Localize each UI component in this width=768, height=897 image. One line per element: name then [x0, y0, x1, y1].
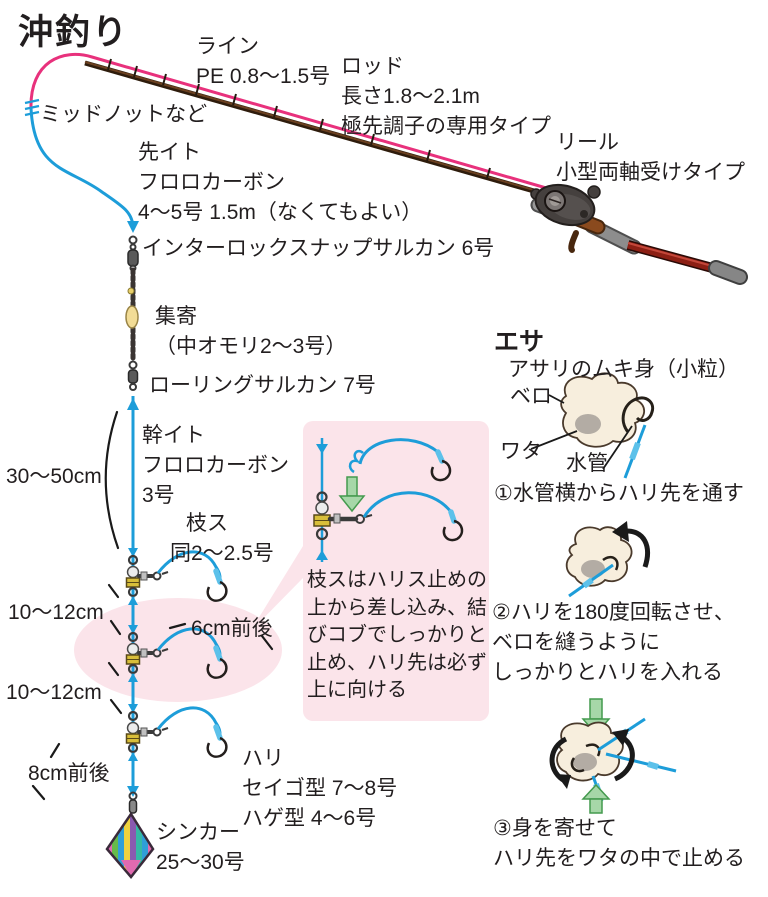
reel-trigger: [568, 230, 579, 253]
rotation-arrow-right-icon: [612, 729, 635, 782]
bracket-30-50: [104, 410, 120, 550]
attractor-bead: [125, 305, 139, 329]
label-reel: リール 小型両軸受けタイプ: [556, 131, 745, 184]
label-length-mid1: 10〜12cm: [8, 601, 104, 624]
knot-symbol: [348, 449, 364, 474]
label-snap-swivel: インターロックスナップサルカン 6号: [142, 237, 495, 260]
label-branch-length: 6cm前後: [191, 617, 273, 640]
measure-marks: [31, 410, 274, 801]
leader-line: [29, 107, 139, 233]
bait-step-2: ②ハリを180度回転させ、 ベロを縫うように しっかりとハリを入れる: [492, 601, 735, 684]
label-sinker: シンカー 25〜30号: [156, 821, 245, 874]
rotation-arrow-left-icon: [549, 736, 571, 789]
label-length-upper: 30〜50cm: [6, 465, 102, 488]
rod-guides: [107, 58, 491, 179]
label-hook: ハリ セイゴ型 7〜8号 ハゲ型 4〜6号: [242, 747, 398, 830]
label-main-line: 幹イト フロロカーボン 3号: [142, 424, 289, 507]
page-title: 沖釣り: [18, 13, 130, 52]
branch-connector-3: [127, 704, 227, 761]
clam-illustration-2: [565, 521, 650, 598]
bait-step-3: ③身を寄せて ハリ先をワタの中で止める: [493, 817, 745, 870]
label-leader: 先イト フロロカーボン 4〜5号 1.5m（なくてもよい）: [138, 141, 423, 224]
green-arrow-icon: [338, 476, 366, 513]
label-branch-line: 枝ス 同2〜2.5号: [170, 512, 274, 565]
label-line: ライン PE 0.8〜1.5号: [196, 35, 331, 88]
label-suikan: 水管: [566, 452, 608, 475]
rolling-swivel-illustration: [127, 360, 139, 391]
hook-in-clam: [621, 396, 655, 433]
label-length-lower: 8cm前後: [28, 762, 110, 785]
pe-line: [29, 52, 568, 196]
label-midknot: ミッドノットなど: [40, 103, 208, 126]
callout-note: 枝スはハリス止めの上から差し込み、結びコブでしっかりと止め、ハリ先は必ず上に向け…: [307, 569, 487, 701]
label-rod: ロッド 長さ1.8〜2.1m 極先調子の専用タイプ: [341, 55, 551, 138]
label-bero: ベロ: [510, 385, 552, 408]
clam-illustration-3: [549, 698, 677, 814]
rotation-arrow-icon: [612, 521, 650, 568]
reel-illustration: [530, 183, 748, 285]
sinker-illustration: [105, 791, 155, 879]
part-pointer-lines: [530, 394, 633, 470]
clam-illustration-1: [530, 372, 655, 479]
green-up-arrow-icon: [581, 783, 611, 814]
label-wata: ワタ: [500, 440, 542, 463]
snap-swivel-illustration: [127, 235, 139, 272]
bait-section-title: エサ: [494, 328, 545, 356]
callout-diagram: [313, 438, 464, 562]
bait-subtitle: アサリのムキ身（小粒）: [508, 358, 739, 381]
bait-step-1: ①水管横からハリ先を通す: [494, 482, 744, 505]
label-length-mid2: 10〜12cm: [6, 681, 102, 704]
label-rolling-swivel: ローリングサルカン 7号: [149, 374, 376, 397]
label-attractor: 集寄 （中オモリ2〜3号）: [155, 305, 347, 358]
bead-chain: [125, 267, 139, 363]
rod-illustration: [24, 52, 568, 202]
rod-butt-cap: [710, 262, 746, 283]
